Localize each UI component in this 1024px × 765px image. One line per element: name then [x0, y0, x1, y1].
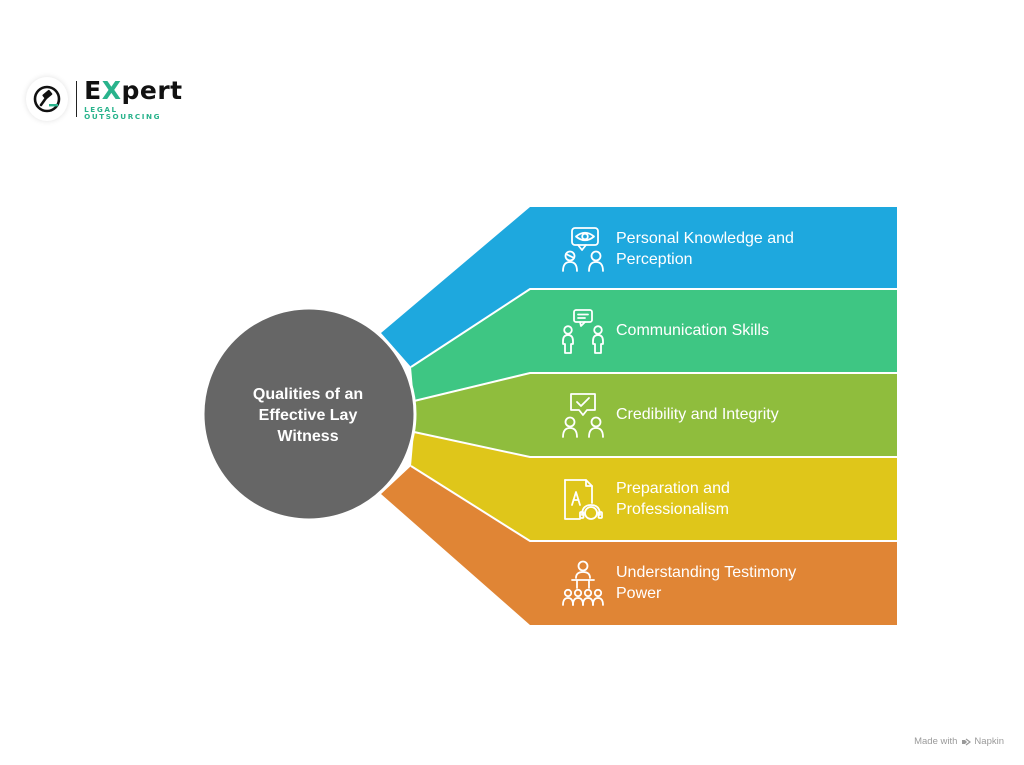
center-title: Qualities of an Effective Lay Witness [222, 384, 394, 447]
center-title-line-1: Qualities of an [252, 386, 364, 403]
logo-divider [76, 81, 78, 117]
item-communication: Communication Skills [560, 289, 890, 372]
footer-credit: Made with Napkin [914, 736, 1004, 747]
band-preparation [411, 432, 897, 541]
item-label: Communication Skills [616, 322, 769, 339]
logo-word-start: E [84, 75, 102, 105]
center-title-line-2: Effective Lay [258, 407, 358, 424]
expert-logo: EXpert LEGAL OUTSOURCING [26, 72, 194, 126]
speech-people-icon [562, 308, 604, 354]
item-label: Preparation and Professionalism [616, 479, 730, 518]
logo-text: EXpert LEGAL OUTSOURCING [84, 78, 194, 120]
band-credibility [414, 373, 897, 457]
item-label: Understanding Testimony Power [616, 563, 797, 602]
item-personal-knowledge: Personal Knowledge and Perception [560, 207, 890, 290]
band-personal-knowledge [381, 207, 897, 367]
eye-perception-icon [562, 226, 604, 272]
footer-made-with: Made with [914, 736, 958, 747]
band-separators [410, 288, 897, 542]
item-testimony: Understanding Testimony Power [560, 541, 890, 624]
document-support-icon [564, 478, 603, 520]
item-label: Personal Knowledge and Perception [616, 229, 794, 268]
napkin-logo-icon [962, 738, 972, 745]
checkmark-people-icon [562, 392, 604, 438]
speaker-audience-icon [562, 560, 604, 606]
logo-word-end: pert [121, 75, 183, 105]
footer-brand: Napkin [974, 736, 1004, 747]
item-credibility: Credibility and Integrity [560, 373, 890, 456]
band-testimony [381, 466, 897, 625]
item-label: Credibility and Integrity [616, 406, 779, 423]
item-preparation: Preparation and Professionalism [560, 457, 890, 540]
center-title-line-3: Witness [277, 428, 339, 445]
center-circle [201, 306, 417, 522]
logo-wordmark: EXpert [84, 78, 194, 103]
logo-subtitle: LEGAL OUTSOURCING [84, 104, 162, 121]
logo-word-x: X [101, 75, 122, 105]
gavel-icon [26, 77, 69, 121]
